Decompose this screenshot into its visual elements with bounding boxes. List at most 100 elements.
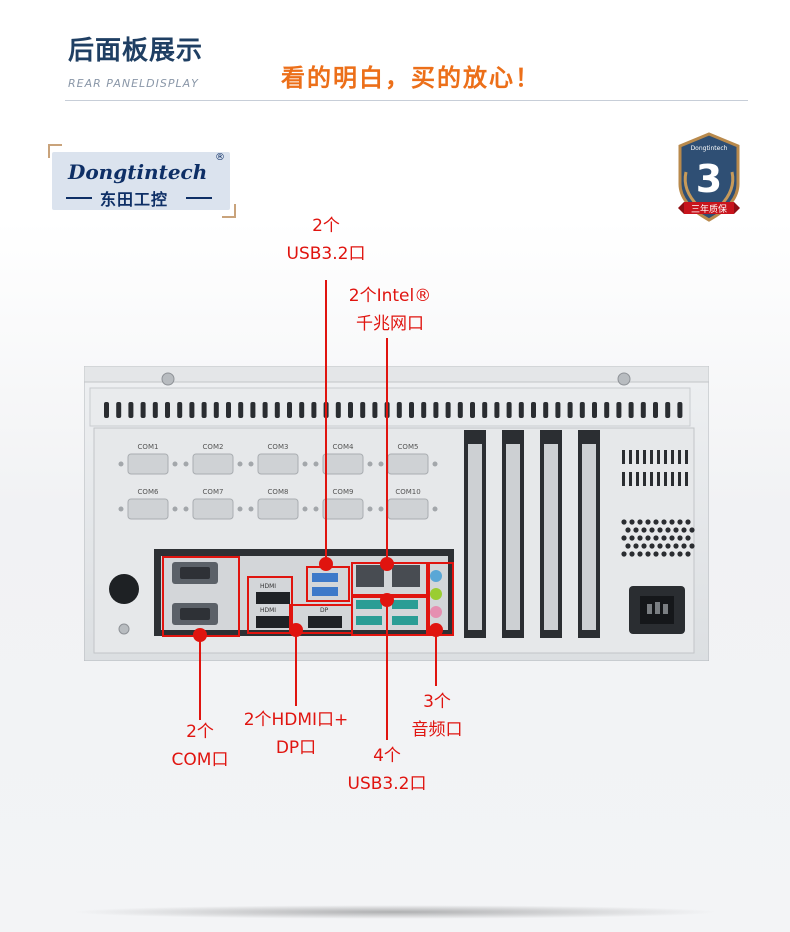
psu-honeycomb-hole [661, 535, 667, 541]
psu-honeycomb-hole [665, 543, 671, 549]
hdmi-dp-callout-line [295, 634, 297, 706]
psu-honeycomb-hole [645, 519, 651, 525]
top-vent-slot [555, 402, 561, 418]
com-knockout [257, 498, 299, 520]
psu-vent-slot [664, 450, 667, 464]
psu-honeycomb-hole [681, 527, 687, 533]
com-knockout-label: COM8 [268, 488, 289, 496]
psu-honeycomb-hole [629, 551, 635, 557]
expansion-slot-cover [582, 444, 596, 630]
psu-honeycomb-hole [685, 519, 691, 525]
top-vent-slot [287, 402, 292, 418]
psu-honeycomb-hole [653, 535, 659, 541]
top-vent-slot [372, 402, 378, 418]
usb-bottom-count: 4个 [373, 746, 401, 766]
psu-vent-slot [657, 450, 660, 464]
com-knockout-label: COM9 [333, 488, 354, 496]
usb-top-label: 2个 USB3.2口 [276, 212, 376, 268]
psu-honeycomb-hole [677, 535, 683, 541]
top-vent-slot [628, 402, 634, 418]
top-vent-slot [421, 402, 427, 418]
psu-vent-slot [643, 450, 646, 464]
com-knockout [192, 453, 234, 475]
top-vent-slot [335, 402, 341, 418]
hdmi-dp-label: 2个HDMI口+ DP口 [226, 706, 366, 762]
com-knockout-screw [172, 461, 178, 467]
psu-honeycomb-hole [681, 543, 687, 549]
com-knockout-screw [378, 461, 384, 467]
expansion-slot-cover [506, 444, 520, 630]
top-vent-slot [445, 402, 451, 418]
com-knockout-screw [118, 506, 124, 512]
top-vent-slot [262, 402, 268, 418]
dp-port-label: DP [320, 607, 329, 614]
psu-honeycomb-hole [689, 527, 695, 533]
usb-top-highlight-box [306, 566, 350, 602]
audio-callout-dot [429, 623, 443, 637]
section-subtitle: REAR PANELDISPLAY [68, 77, 199, 90]
psu-honeycomb-hole [673, 527, 679, 533]
usb-top-callout-dot [319, 557, 333, 571]
logo-brand-text: Dongtintech [68, 160, 208, 184]
psu-honeycomb-hole [637, 551, 643, 557]
top-vent-slot [360, 402, 366, 418]
audio-count: 3个 [423, 692, 451, 712]
psu-vent-slot [664, 472, 667, 486]
usb-bottom-label: 4个 USB3.2口 [337, 742, 437, 798]
psu-vent-slot [657, 472, 660, 486]
psu-honeycomb-hole [625, 543, 631, 549]
top-vent-slot [189, 402, 195, 418]
top-vent-slot [213, 402, 219, 418]
dp-type: DP口 [275, 738, 317, 758]
com-knockout-screw [313, 461, 319, 467]
com-knockout-screw [432, 506, 438, 512]
audio-type: 音频口 [411, 720, 463, 740]
psu-honeycomb-hole [637, 535, 643, 541]
lan-count: 2个Intel® [348, 286, 432, 306]
top-vent-slot [165, 402, 170, 418]
top-vent-slot [494, 402, 500, 418]
psu-honeycomb-hole [669, 551, 675, 557]
com-knockout [387, 498, 429, 520]
top-vent-slot [140, 402, 146, 418]
psu-vent-slot [650, 450, 653, 464]
top-vent-slot [543, 402, 549, 418]
top-vent-slot [470, 402, 475, 418]
psu-honeycomb-hole [653, 519, 659, 525]
psu-honeycomb-hole [621, 551, 627, 557]
com-knockout-screw [183, 461, 189, 467]
hdmi-port-label-1: HDMI [260, 583, 276, 590]
top-vent-slot [640, 402, 646, 418]
chassis-shadow [70, 905, 720, 919]
lan-label: 2个Intel® 千兆网口 [332, 282, 448, 338]
header-divider [65, 100, 748, 101]
com-knockout-screw [313, 506, 319, 512]
psu-honeycomb-hole [653, 551, 659, 557]
psu-honeycomb-hole [685, 551, 691, 557]
top-vent-slot [128, 402, 134, 418]
com-callout-line [199, 634, 201, 720]
com-knockout-label: COM7 [203, 488, 224, 496]
com-knockout-screw [248, 506, 254, 512]
com-knockout [127, 453, 169, 475]
psu-honeycomb-hole [685, 535, 691, 541]
com-knockout-screw [367, 461, 373, 467]
top-vent-slot [274, 402, 280, 418]
top-vent-slot [506, 402, 512, 418]
audio-label: 3个 音频口 [394, 688, 480, 744]
com-callout-dot [193, 628, 207, 642]
top-vent-slot [653, 402, 658, 418]
top-vent-slot [665, 402, 671, 418]
top-vent-slot [177, 402, 183, 418]
psu-honeycomb-hole [657, 527, 663, 533]
usb-top-count: 2个 [312, 216, 340, 236]
usb-bottom-type: USB3.2口 [347, 774, 427, 794]
top-vent-slot [482, 402, 488, 418]
top-vent-slot [604, 402, 610, 418]
com-knockout-screw [432, 461, 438, 467]
psu-honeycomb-hole [657, 543, 663, 549]
top-vent-slot [457, 402, 463, 418]
com-knockout-screw [172, 506, 178, 512]
com-knockout-label: COM5 [398, 443, 419, 451]
